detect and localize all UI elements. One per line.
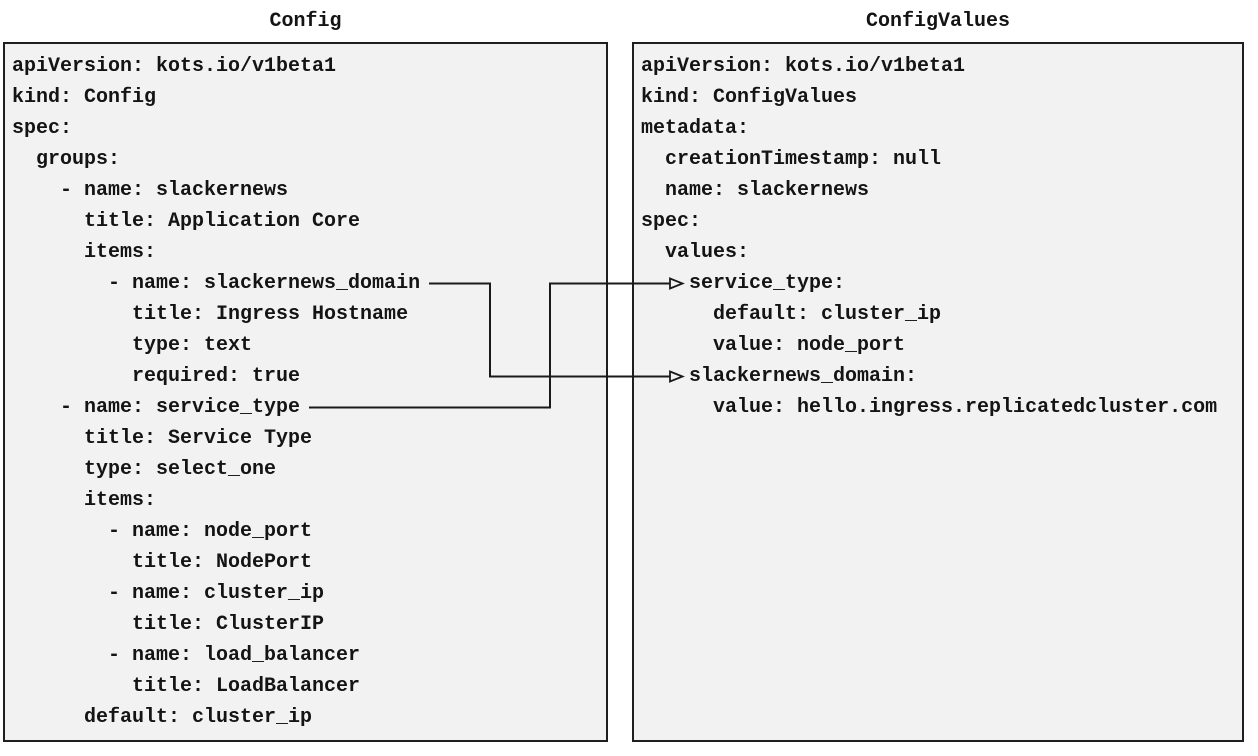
yaml-line: kind: Config — [12, 86, 157, 109]
yaml-line: - name: node_port — [12, 520, 313, 543]
yaml-line: title: NodePort — [12, 551, 313, 574]
config-yaml-code: apiVersion: kots.io/v1beta1 kind: Config s… — [5, 44, 606, 733]
yaml-line: apiVersion: kots.io/v1beta1 — [641, 55, 966, 78]
yaml-line: creationTimestamp: null — [641, 148, 942, 171]
config-panel-title: Config — [269, 10, 342, 33]
yaml-line: title: LoadBalancer — [12, 675, 361, 698]
config-yaml-box: apiVersion: kots.io/v1beta1 kind: Config s… — [3, 42, 608, 742]
configvalues-yaml-code: apiVersion: kots.io/v1beta1 kind: ConfigV… — [634, 44, 1242, 423]
yaml-line: groups: — [12, 148, 121, 171]
yaml-line: - name: load_balancer — [12, 644, 361, 667]
yaml-line: name: slackernews — [641, 179, 870, 202]
yaml-line: slackernews_domain: — [641, 365, 918, 388]
yaml-line: required: true — [12, 365, 301, 388]
yaml-line: default: cluster_ip — [12, 706, 313, 729]
yaml-line: title: ClusterIP — [12, 613, 325, 636]
yaml-line: type: select_one — [12, 458, 277, 481]
yaml-line: - name: slackernews_domain — [12, 272, 421, 295]
yaml-line: service_type: — [641, 272, 846, 295]
yaml-line: metadata: — [641, 117, 750, 140]
yaml-line: apiVersion: kots.io/v1beta1 — [12, 55, 337, 78]
yaml-line: items: — [12, 241, 157, 264]
yaml-line: - name: service_type — [12, 396, 301, 419]
yaml-line: type: text — [12, 334, 253, 357]
yaml-line: value: hello.ingress.replicatedcluster.c… — [641, 396, 1218, 419]
yaml-line: spec: — [641, 210, 702, 233]
yaml-line: kind: ConfigValues — [641, 86, 858, 109]
yaml-line: value: node_port — [641, 334, 906, 357]
yaml-line: - name: slackernews — [12, 179, 289, 202]
yaml-line: values: — [641, 241, 750, 264]
yaml-line: - name: cluster_ip — [12, 582, 325, 605]
configvalues-panel-title: ConfigValues — [865, 10, 1011, 33]
configvalues-yaml-box: apiVersion: kots.io/v1beta1 kind: ConfigV… — [632, 42, 1244, 742]
yaml-line: title: Service Type — [12, 427, 313, 450]
yaml-line: title: Ingress Hostname — [12, 303, 409, 326]
yaml-line: title: Application Core — [12, 210, 361, 233]
yaml-line: default: cluster_ip — [641, 303, 942, 326]
yaml-line: items: — [12, 489, 157, 512]
yaml-line: spec: — [12, 117, 73, 140]
